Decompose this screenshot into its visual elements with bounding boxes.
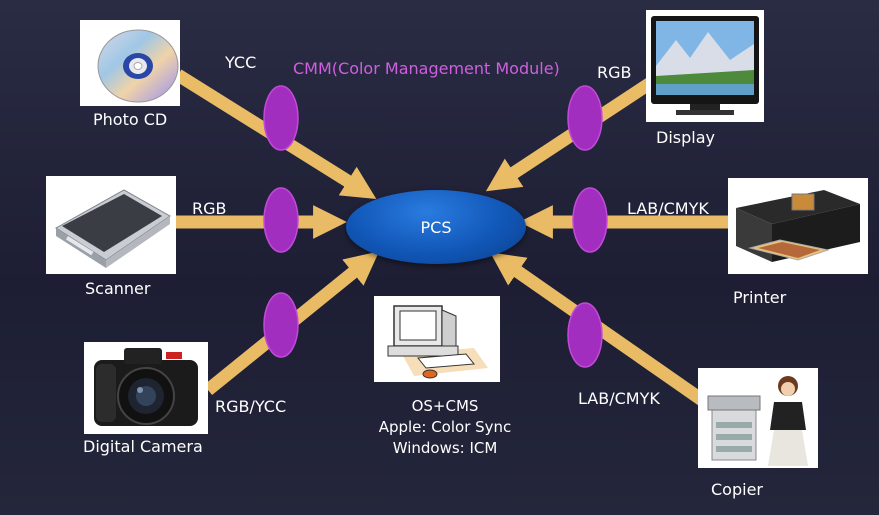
scanner-format: RGB [192,199,227,218]
cmm-ellipse-display [567,85,603,151]
cmm-ellipse-camera [263,292,299,358]
scanner-image [46,176,176,274]
pcs-hub: PCS [346,190,526,264]
os-cms-line3: Windows: ICM [392,439,498,457]
cmm-ellipse-photo-cd [263,85,299,151]
camera-image [84,342,208,434]
arrow-copier [490,252,706,406]
cmm-ellipse-scanner [263,187,299,253]
copier-label: Copier [711,480,763,499]
printer-image [728,178,868,274]
camera-label: Digital Camera [83,437,203,456]
display-label: Display [656,128,715,147]
photo-cd-label: Photo CD [93,110,168,129]
pcs-label: PCS [420,217,452,237]
photo-cd-image [80,20,180,106]
camera-format: RGB/YCC [215,397,287,416]
os-cms-line1: OS+CMS [411,397,479,415]
cmm-ellipse-printer [572,187,608,253]
printer-format: LAB/CMYK [627,199,709,218]
scanner-label: Scanner [85,279,151,298]
display-image [646,10,764,122]
computer-image [374,296,500,382]
os-cms-line2: Apple: Color Sync [378,418,512,436]
copier-image [698,368,818,468]
printer-label: Printer [733,288,787,307]
cmm-title: CMM(Color Management Module) [293,59,560,78]
copier-format: LAB/CMYK [578,389,660,408]
cmm-ellipse-copier [567,302,603,368]
os-cms-caption: OS+CMS Apple: Color Sync Windows: ICM [330,396,560,459]
display-format: RGB [597,63,632,82]
photo-cd-format: YCC [225,53,257,72]
